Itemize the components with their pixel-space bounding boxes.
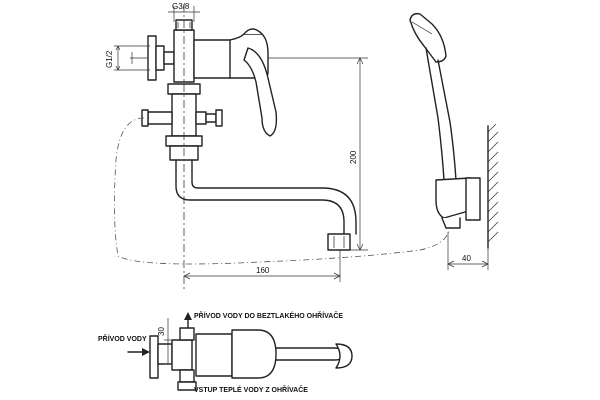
reach-label: 160 — [256, 266, 270, 275]
hand-shower — [409, 12, 481, 229]
thread-side-label: G1/2 — [105, 50, 114, 68]
height-dimension — [268, 57, 368, 251]
inlet-label: PŘÍVOD VODY — [98, 334, 147, 343]
faucet-top-view — [127, 312, 353, 391]
wall-hatch — [487, 123, 499, 249]
hot-water-in-label: VSTUP TEPLÉ VODY Z OHŘÍVAČE — [194, 385, 308, 394]
wall-offset-label: 40 — [462, 254, 471, 263]
thread-top-label: G3/8 — [172, 2, 190, 11]
lower-offset-label: 30 — [157, 327, 166, 336]
reach-dimension — [183, 250, 341, 282]
height-label: 200 — [349, 150, 358, 164]
faucet-side-view — [114, 4, 357, 290]
wall-offset-dimension — [447, 232, 489, 270]
outlet-to-heater-label: PŘÍVOD VODY DO BEZTLAKÉHO OHŘÍVAČE — [194, 311, 343, 320]
hose-path — [114, 117, 451, 265]
